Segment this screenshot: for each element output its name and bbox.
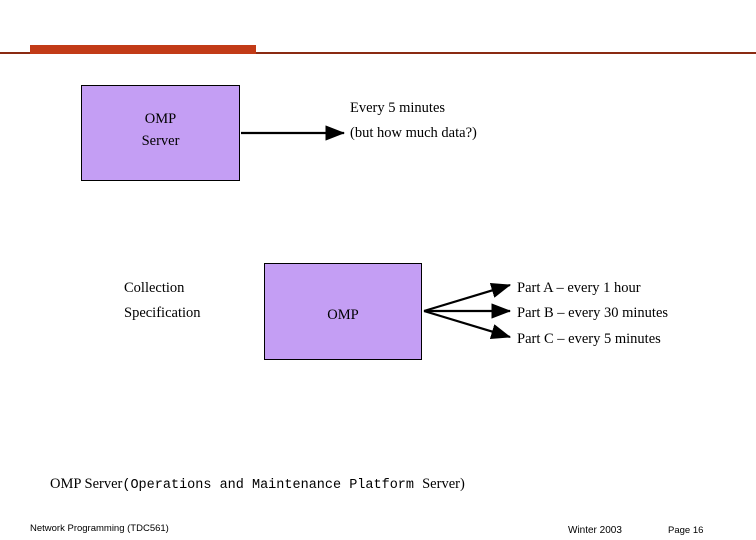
label-part-c: Part C – every 5 minutes xyxy=(517,331,661,347)
footnote-mono: (Operations and Maintenance Platform xyxy=(122,478,423,493)
header-accent-bar xyxy=(30,45,256,54)
footer-term: Winter 2003 xyxy=(568,525,622,536)
label-part-b: Part B – every 30 minutes xyxy=(517,305,669,321)
label-part-a: Part A – every 1 hour xyxy=(517,280,641,296)
footnote-prefix: OMP Server xyxy=(50,476,123,492)
label-but-how-much-data: (but how much data?) xyxy=(350,125,477,141)
header-divider-line xyxy=(0,52,756,54)
footer-page-number: Page 16 xyxy=(668,525,704,536)
footnote-suffix: Server) xyxy=(422,476,465,492)
label-specification: Specification xyxy=(124,305,201,321)
omp-server-box: OMP Server xyxy=(81,85,240,181)
omp-box: OMP xyxy=(264,263,422,360)
footnote-omp-server-expansion: OMP Server(Operations and Maintenance Pl… xyxy=(50,476,465,493)
omp-server-box-label-line2: Server xyxy=(141,133,180,150)
omp-server-box-label: OMP Server xyxy=(82,108,239,153)
omp-box-label: OMP xyxy=(327,307,359,323)
label-every-5-minutes: Every 5 minutes xyxy=(350,100,446,116)
label-collection: Collection xyxy=(124,280,185,296)
footer-course: Network Programming (TDC561) xyxy=(30,523,169,534)
omp-server-box-label-line1: OMP xyxy=(144,111,177,127)
